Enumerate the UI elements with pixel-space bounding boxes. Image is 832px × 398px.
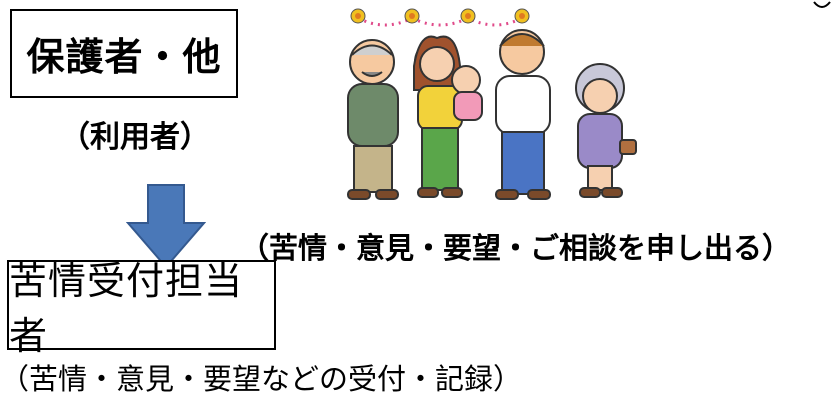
- family-illustration: [347, 8, 637, 200]
- down-arrow-icon: [126, 184, 206, 269]
- receiver-box: 苦情受付担当者: [7, 259, 276, 358]
- guardian-box: 保護者・他: [10, 9, 238, 98]
- record-note: （苦情・意見・要望などの受付・記録）: [0, 362, 523, 396]
- flower-garland-icon: [350, 8, 530, 27]
- mother-figure: [413, 35, 483, 198]
- guardian-label: 保護者・他: [26, 35, 222, 79]
- request-note: （苦情・意見・要望・ご相談を申し出る）: [240, 231, 792, 265]
- corner-decoration-icon: [813, 1, 831, 8]
- receiver-label: 苦情受付担当者: [9, 259, 244, 358]
- grandmother-figure: [575, 63, 637, 198]
- user-note: （利用者）: [60, 120, 210, 155]
- father-figure: [495, 29, 551, 200]
- grandfather-figure: [347, 39, 399, 200]
